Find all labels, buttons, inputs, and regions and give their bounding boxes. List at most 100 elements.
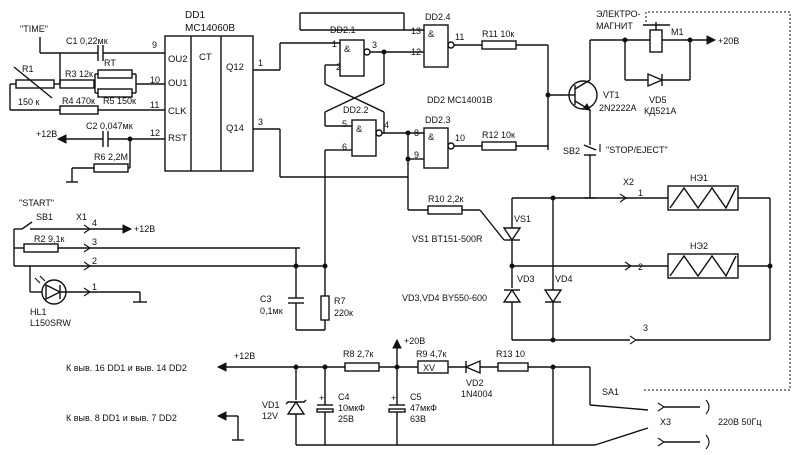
- magnet-label-2: МАГНИТ: [596, 21, 633, 31]
- c1-label: C1 0,22мк: [66, 36, 108, 46]
- dd1-pin-number-12: 12: [150, 128, 160, 138]
- r9-mark: XV: [423, 363, 435, 373]
- dd21-pin2: 2: [336, 62, 341, 72]
- c5-plus: +: [391, 393, 396, 403]
- magnet-label-1: ЭЛЕКТРО-: [596, 9, 641, 19]
- vt1-label: VT1: [603, 90, 620, 100]
- r9-label: R9 4,7к: [416, 349, 447, 359]
- hl1-label: HL1: [30, 307, 47, 317]
- r1-value: 150 к: [18, 97, 40, 107]
- dd24-label: DD2.4: [425, 12, 451, 22]
- c3-value: 0,1мк: [260, 306, 283, 316]
- note-vdd: К выв. 16 DD1 и выв. 14 DD2: [66, 363, 187, 373]
- x2-pin2: 2: [638, 262, 643, 272]
- c3-label: C3: [260, 294, 272, 304]
- r10-label: R10 2,2к: [428, 194, 464, 204]
- sb2-label: SB2: [563, 146, 580, 156]
- dd22-symbol: &: [356, 124, 363, 135]
- dd22-pin6: 6: [342, 142, 347, 152]
- dd1-pin-ou1: OU1: [168, 78, 188, 89]
- dd2-type-label: DD2 MC14001B: [427, 95, 493, 105]
- dd21-pin1: 1: [332, 39, 337, 49]
- mains-switch-sa1: SA1 X3 220В 50Гц: [553, 367, 762, 450]
- x2-pin1: 1: [638, 188, 643, 198]
- dd21-pin3: 3: [372, 40, 377, 50]
- c2-label: C2 0,047мк: [86, 121, 133, 131]
- vd1-label: VD1: [262, 400, 280, 410]
- dd1-pin-ou2: OU2: [168, 54, 188, 65]
- dd24-pin11: 11: [455, 32, 464, 42]
- dd1-chip: DD1 MC14060B CT OU2 OU1 CLK RST Q12 Q14 …: [140, 10, 280, 172]
- dd1-pin-clk: CLK: [168, 106, 187, 117]
- r11-label: R11 10к: [482, 29, 514, 39]
- m1-label: M1: [671, 27, 684, 37]
- dd1-type: MC14060B: [185, 23, 235, 34]
- vs1-label: VS1: [514, 214, 531, 224]
- dd1-ref: DD1: [185, 10, 205, 21]
- dd1-pin-number-10: 10: [150, 75, 160, 85]
- power-stage: X2 1 2 3 НЭ1 НЭ2 VS1 VS1 BT151-500R R10 …: [402, 173, 773, 445]
- vd1-value: 12V: [262, 411, 278, 421]
- dd24-symbol: &: [428, 29, 435, 40]
- dd1-pin-q12: Q12: [226, 62, 244, 73]
- c4-plus: +: [319, 393, 324, 403]
- c4-voltage: 25В: [338, 414, 354, 424]
- r1-label: R1: [22, 64, 34, 74]
- rt-label: RT: [104, 58, 116, 68]
- vd5-label: VD5: [649, 95, 667, 105]
- r12-label: R12 10к: [482, 130, 515, 140]
- vd2-type: 1N4004: [461, 389, 493, 399]
- vd5-type: КД521А: [644, 106, 676, 116]
- vd34-type: VD3,VD4 BY550-600: [402, 293, 487, 303]
- dd1-pin-number-3: 3: [258, 117, 263, 127]
- x1-pin2: 2: [92, 256, 97, 266]
- dd22-pin5: 5: [342, 119, 347, 129]
- r3-label: R3 12к: [65, 69, 93, 79]
- he1-label: НЭ1: [690, 173, 708, 183]
- dd1-ct-label: CT: [199, 52, 212, 63]
- driver-stage: R11 10к R12 10к VT1 2N2222A SB2 "STOP/EJ…: [454, 29, 668, 199]
- sa1-label: SA1: [602, 387, 619, 397]
- dd1-pin-number-11: 11: [150, 100, 159, 110]
- dd1-pin-q14: Q14: [226, 123, 244, 134]
- x1-label: X1: [76, 212, 87, 222]
- hl1-type: L150SRW: [30, 318, 71, 328]
- vd3-label: VD3: [517, 274, 535, 284]
- time-label: "TIME": [20, 24, 48, 34]
- dd2-gates: & DD2.1 1 2 3 & DD2.2 5 6 4 & DD2.4 13 1…: [279, 12, 493, 210]
- dd22-label: DD2.2: [343, 105, 369, 115]
- he2-label: НЭ2: [690, 241, 708, 251]
- x1-pin3: 3: [92, 237, 97, 247]
- mains-label: 220В 50Гц: [718, 417, 762, 427]
- plus20v-top-label: +20В: [718, 36, 739, 46]
- start-label: "START": [19, 198, 54, 208]
- stop-label: "STOP/EJECT": [606, 145, 668, 155]
- vs1-type: VS1 BT151-500R: [412, 234, 483, 244]
- dd1-pin-number-9: 9: [152, 40, 157, 50]
- c5-voltage: 63В: [410, 414, 426, 424]
- dd23-label: DD2.3: [425, 115, 451, 125]
- c5-label: C5: [410, 392, 422, 402]
- plus12v-supply-label: +12В: [234, 351, 255, 361]
- r4-label: R4 470к: [62, 96, 95, 106]
- c5-value: 47мкФ: [410, 403, 437, 413]
- dd22-pin4: 4: [384, 120, 389, 130]
- r8-label: R8 2,7к: [343, 349, 374, 359]
- r7-label: R7: [334, 296, 346, 306]
- dd21-symbol: &: [344, 44, 351, 55]
- power-supply: +12В К выв. 16 DD1 и выв. 14 DD2 К выв. …: [66, 336, 590, 446]
- r7-value: 220к: [334, 308, 353, 318]
- x2-pin3: 3: [643, 323, 648, 333]
- sb1-label: SB1: [36, 212, 53, 222]
- timing-network: "TIME" C1 0,22мк R1 150 к R3 12к RT R5 1…: [9, 24, 140, 183]
- r6-label: R6 2,2М: [94, 152, 128, 162]
- vd2-label: VD2: [466, 378, 484, 388]
- dd23-pin10: 10: [455, 133, 465, 143]
- start-section: "START" SB1 X1 4 +12В R2 9,1к 3 2 1: [13, 198, 353, 331]
- plus12v-rst-label: +12В: [36, 129, 57, 139]
- dd1-pin-rst: RST: [168, 133, 187, 144]
- note-vss: К выв. 8 DD1 и выв. 7 DD2: [66, 413, 177, 423]
- x1-pin1: 1: [92, 282, 97, 292]
- plus20v-supply-label: +20В: [404, 336, 425, 346]
- electromagnet-m1: ЭЛЕКТРО- МАГНИТ M1 +20В VD5 КД521А: [589, 9, 791, 391]
